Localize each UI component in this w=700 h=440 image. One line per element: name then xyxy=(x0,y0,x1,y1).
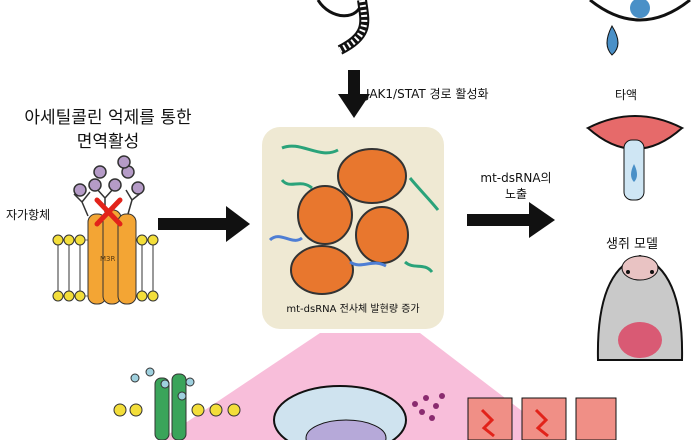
autoantibody-label: 자가항체 xyxy=(6,208,51,222)
mtdsrna-strands xyxy=(268,144,440,274)
expression-label: mt-dsRNA 전사체 발현량 증가 xyxy=(286,304,420,315)
mitochondria xyxy=(290,148,409,295)
lips-icon xyxy=(585,115,685,201)
receptor-label: M3R xyxy=(100,255,116,263)
dsrna-coil-top xyxy=(316,0,370,55)
pathway-label: JAK1/STAT 경로 활성화 xyxy=(366,87,489,101)
epithelial-cells xyxy=(467,397,617,440)
diagram-title: 아세틸콜린 억제를 통한 면역활성 xyxy=(24,108,192,152)
autoantibodies xyxy=(73,155,145,217)
saliva-label: 타액 xyxy=(615,88,638,102)
cell-membrane-left xyxy=(52,234,159,302)
down-arrow xyxy=(338,70,370,118)
bottom-membrane xyxy=(113,367,241,440)
particles xyxy=(412,393,445,421)
m3r-receptor xyxy=(87,209,137,305)
mouse-model-label: 생쥐 모델 xyxy=(606,237,658,252)
mouse-icon xyxy=(596,254,684,361)
right-arrow xyxy=(467,202,555,238)
exposure-label: mt-dsRNA의 노출 xyxy=(480,171,552,201)
cell-nucleus xyxy=(273,385,407,440)
eye-icon xyxy=(589,0,691,56)
block-x-icon xyxy=(94,197,123,227)
left-arrow xyxy=(158,206,250,242)
